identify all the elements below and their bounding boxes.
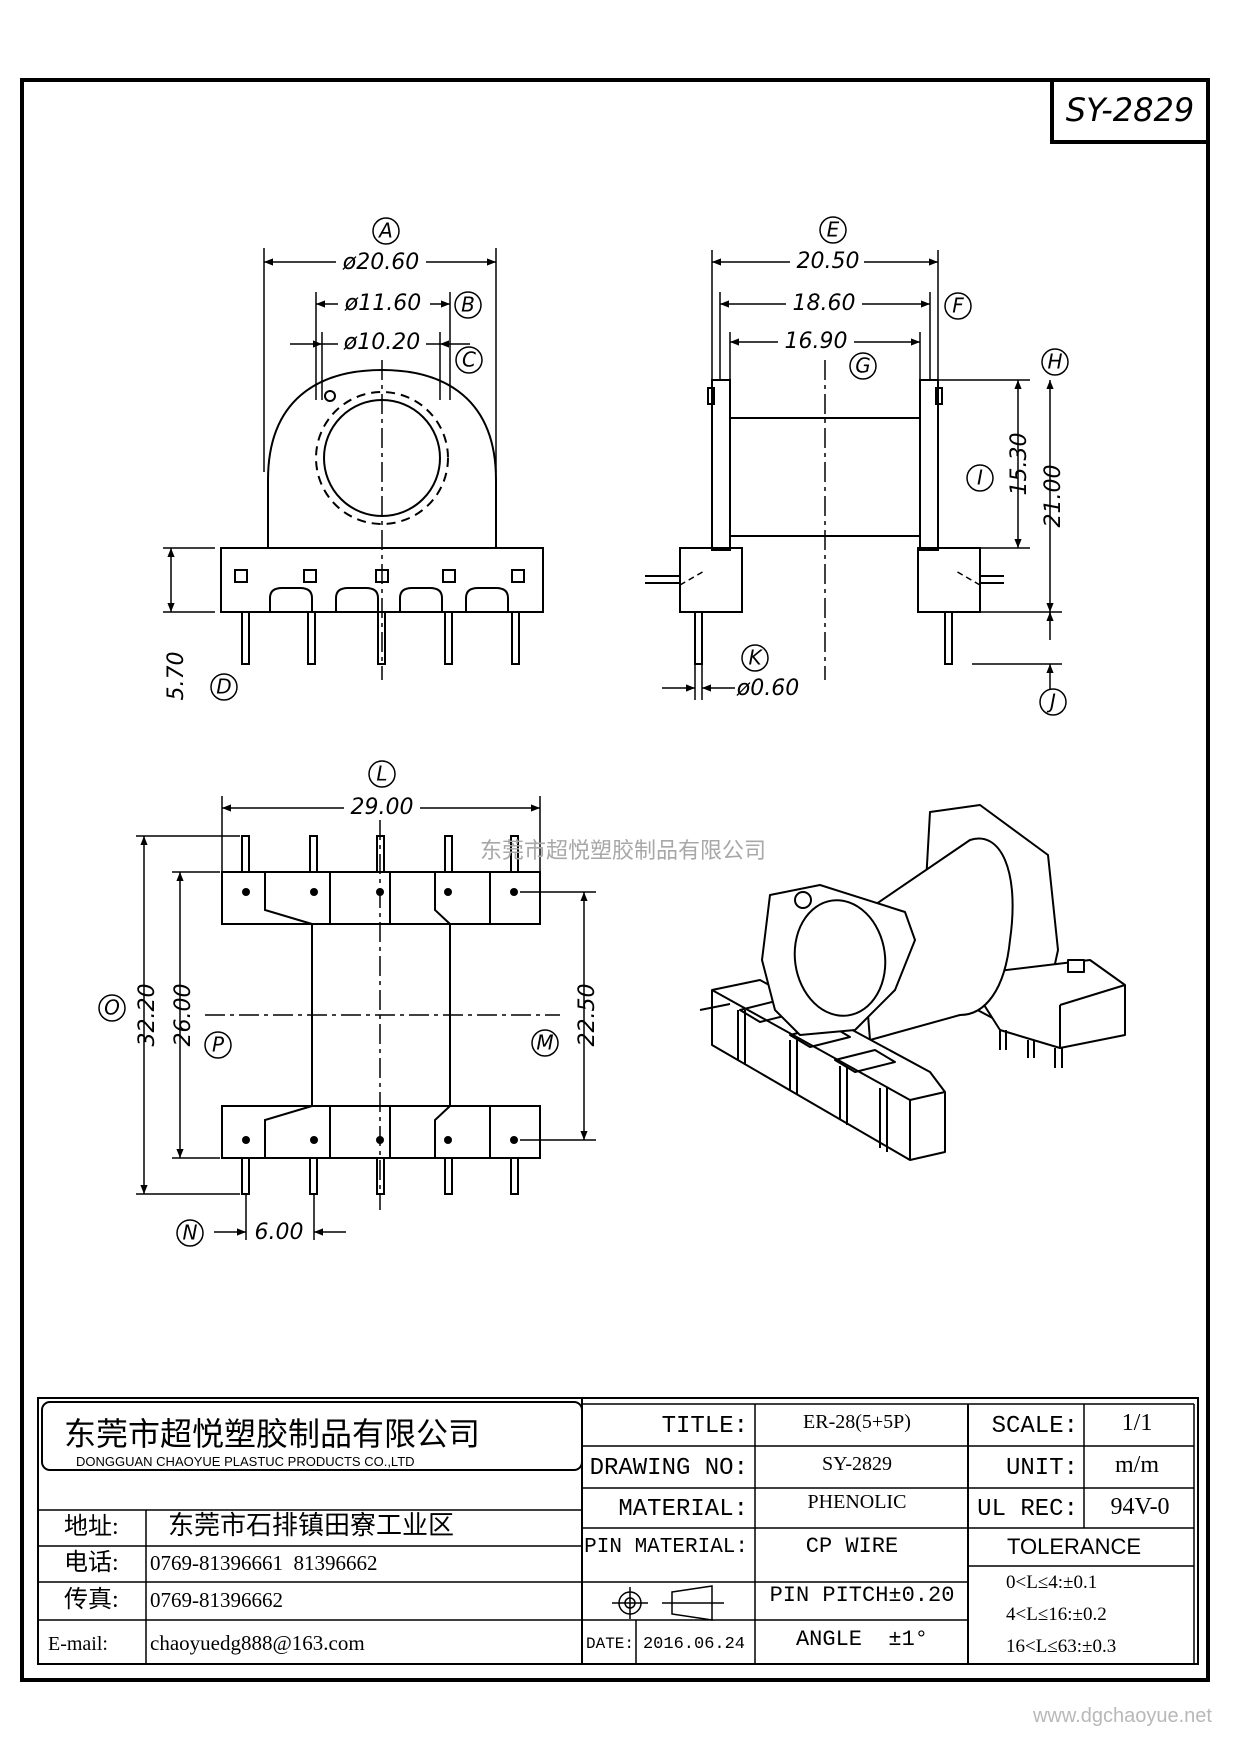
label-k: K (748, 646, 763, 670)
dimension-j: J (1039, 612, 1067, 716)
svg-text:18.60: 18.60 (793, 291, 856, 316)
svg-text:22.50: 22.50 (575, 984, 600, 1047)
dimension-d: 5.70 D (164, 548, 238, 701)
dimension-l: 29.00 L (222, 760, 540, 820)
dimension-n: 6.00 N (176, 1219, 346, 1247)
title-block: 东莞市超悦塑胶制品有限公司 DONGGUAN CHAOYUE PLASTUC P… (37, 1397, 1199, 1665)
company-name-cn: 东莞市超悦塑胶制品有限公司 (64, 1416, 480, 1452)
svg-text:ø20.60: ø20.60 (342, 250, 419, 275)
part-title: ER-28(5+5P) (803, 1411, 911, 1433)
label-p: P (212, 1033, 225, 1057)
dimension-m: 22.50 M (531, 892, 600, 1140)
dimension-h: 21.00 H (1041, 348, 1069, 612)
phone: 0769-81396661 81396662 (150, 1551, 378, 1575)
pin-material: CP WIRE (806, 1534, 898, 1559)
svg-text:15.30: 15.30 (1007, 433, 1032, 496)
dimension-g: 16.90 G (730, 329, 920, 380)
dimension-e: 20.50 E (712, 216, 938, 274)
tolerance-label: TOLERANCE (1007, 1534, 1141, 1559)
projection-symbol-icon (612, 1585, 724, 1621)
svg-text:32.20: 32.20 (135, 984, 160, 1047)
label-h: H (1047, 350, 1062, 374)
fax-label: 传真: (64, 1586, 119, 1613)
dimension-k: ø0.60 K (662, 644, 799, 701)
svg-text:ø11.60: ø11.60 (344, 291, 421, 316)
material: PHENOLIC (808, 1491, 907, 1513)
dimension-a: ø20.60 A (264, 217, 496, 275)
part-code: SY-2829 (1066, 91, 1194, 129)
scale: 1/1 (1122, 1410, 1153, 1436)
unit: m/m (1115, 1452, 1159, 1478)
part-code-box: SY-2829 (1050, 78, 1210, 144)
svg-text:29.00: 29.00 (351, 795, 414, 820)
svg-text:20.50: 20.50 (797, 249, 860, 274)
label-f: F (952, 294, 964, 318)
fax: 0769-81396662 (150, 1588, 283, 1612)
svg-text:ø0.60: ø0.60 (736, 676, 799, 701)
bottom-view (136, 796, 596, 1240)
svg-text:5.70: 5.70 (164, 652, 189, 701)
dimension-f: 18.60 F (720, 291, 972, 320)
address: 东莞市石排镇田寮工业区 (168, 1511, 454, 1540)
drawing-no: SY-2829 (822, 1453, 892, 1475)
material-label: MATERIAL: (618, 1496, 748, 1523)
phone-label: 电话: (64, 1549, 119, 1576)
label-a: A (377, 219, 393, 243)
dimension-i: 15.30 I (966, 380, 1032, 548)
dimension-c: ø10.20 C (290, 330, 483, 374)
svg-text:ø10.20: ø10.20 (343, 330, 420, 355)
date-label: DATE: (586, 1635, 634, 1653)
ul-rec-label: UL REC: (977, 1496, 1078, 1523)
drawing-no-label: DRAWING NO: (590, 1455, 748, 1482)
label-b: B (461, 293, 475, 317)
label-c: C (462, 348, 476, 372)
svg-text:6.00: 6.00 (255, 1220, 304, 1245)
unit-label: UNIT: (1006, 1455, 1078, 1482)
scale-label: SCALE: (992, 1413, 1078, 1440)
date: 2016.06.24 (643, 1635, 745, 1654)
label-o: O (104, 996, 120, 1020)
title-label: TITLE: (662, 1413, 748, 1440)
side-view (645, 250, 1062, 700)
svg-text:16.90: 16.90 (785, 329, 848, 354)
svg-text:26.00: 26.00 (171, 984, 196, 1047)
email: chaoyuedg888@163.com (150, 1631, 365, 1655)
angle: ANGLE ±1° (796, 1627, 928, 1652)
label-i: I (977, 466, 983, 490)
svg-text:21.00: 21.00 (1041, 465, 1066, 528)
ul-rec: 94V-0 (1110, 1494, 1169, 1520)
footer-url: www.dgchaoyue.net (1032, 1705, 1212, 1727)
label-e: E (827, 218, 840, 242)
dimension-p: 26.00 P (171, 872, 232, 1158)
dimension-o: 32.20 O (98, 836, 160, 1194)
tolerance-2: 4<L≤16:±0.2 (1006, 1604, 1107, 1625)
address-label: 地址: (64, 1513, 119, 1540)
tolerance-1: 0<L≤4:±0.1 (1006, 1572, 1097, 1593)
tolerance-3: 16<L≤63:±0.3 (1006, 1636, 1116, 1657)
isometric-view (699, 804, 1126, 1161)
company-name-en: DONGGUAN CHAOYUE PLASTUC PRODUCTS CO.,LT… (76, 1454, 415, 1469)
label-l: L (376, 762, 387, 786)
front-view (163, 248, 544, 680)
watermark: 东莞市超悦塑胶制品有限公司 (480, 838, 766, 863)
label-m: M (536, 1031, 553, 1055)
pin-pitch: PIN PITCH±0.20 (770, 1583, 955, 1608)
label-d: D (216, 675, 231, 699)
drawing-frame (20, 78, 1210, 1682)
label-g: G (855, 354, 871, 378)
pin-material-label: PIN MATERIAL: (584, 1536, 748, 1559)
dimension-b: ø11.60 B (316, 291, 482, 319)
email-label: E-mail: (48, 1633, 108, 1655)
label-n: N (183, 1221, 198, 1245)
label-j: J (1046, 690, 1056, 714)
